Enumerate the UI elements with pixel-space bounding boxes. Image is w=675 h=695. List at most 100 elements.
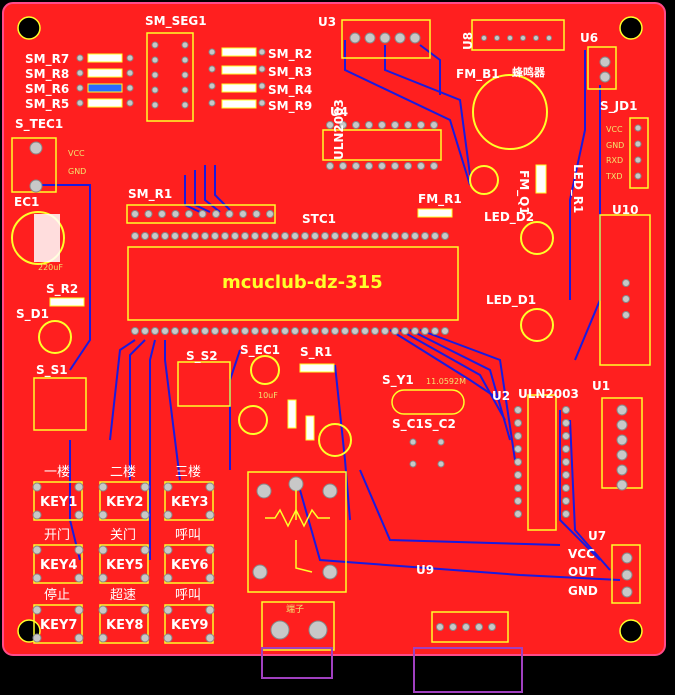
pad: [514, 497, 522, 505]
pad: [288, 476, 304, 492]
label-sm-r8: SM_R8: [25, 67, 69, 82]
pad: [258, 99, 266, 107]
pad: [351, 232, 359, 240]
pad: [514, 445, 522, 453]
pad: [151, 101, 159, 109]
label-u9: U9: [416, 563, 434, 577]
pad: [181, 327, 189, 335]
key-label: KEY6: [171, 558, 208, 573]
pad: [462, 623, 470, 631]
key-pad: [163, 545, 173, 555]
pad: [126, 54, 134, 62]
pad: [562, 419, 570, 427]
pads: [29, 32, 642, 640]
pad: [562, 445, 570, 453]
label-u4: U4: [330, 105, 348, 119]
label-sm-r6: SM_R6: [25, 82, 69, 97]
pad: [441, 327, 449, 335]
key-pad: [205, 545, 215, 555]
j-d1: [318, 423, 352, 457]
pad: [379, 32, 391, 44]
pad: [258, 48, 266, 56]
capacitor-ec1: [11, 211, 65, 265]
pad: [76, 99, 84, 107]
pad: [261, 232, 269, 240]
label-s-jd1: S_JD1: [600, 99, 637, 114]
pad: [352, 121, 360, 129]
pad: [520, 35, 526, 41]
relay-switch: [295, 490, 313, 573]
pad: [271, 327, 279, 335]
label-jd-txd: TXD: [605, 172, 623, 181]
pad: [514, 484, 522, 492]
pad: [258, 82, 266, 90]
pad: [546, 35, 552, 41]
key-pad: [98, 573, 108, 583]
pad: [599, 56, 611, 68]
pad: [361, 327, 369, 335]
pad: [158, 210, 166, 218]
pad: [507, 35, 513, 41]
label-fm-q1: FM_Q1: [516, 170, 531, 215]
pad: [616, 434, 628, 446]
pad: [417, 162, 425, 170]
s-ec1: [250, 355, 280, 385]
key-pad: [98, 545, 108, 555]
pad: [599, 71, 611, 83]
pad: [514, 419, 522, 427]
label-s-r2: S_R2: [46, 282, 78, 297]
pad: [352, 162, 360, 170]
pad: [201, 327, 209, 335]
pad: [271, 232, 279, 240]
pad: [181, 56, 189, 64]
pad: [391, 121, 399, 129]
pad: [326, 121, 334, 129]
pad: [221, 232, 229, 240]
key-pad: [74, 605, 84, 615]
pad: [231, 327, 239, 335]
key-pad: [163, 482, 173, 492]
pad: [634, 124, 642, 132]
pad: [341, 327, 349, 335]
pad: [76, 54, 84, 62]
label-cap-220uf: 220uF: [38, 263, 63, 272]
pad: [449, 623, 457, 631]
pad: [391, 162, 399, 170]
pad: [212, 210, 220, 218]
key-pad: [32, 605, 42, 615]
pad: [562, 510, 570, 518]
pad: [514, 510, 522, 518]
key-pad: [74, 545, 84, 555]
label-u2: U2: [492, 389, 510, 403]
pad: [371, 232, 379, 240]
pad: [421, 327, 429, 335]
key-pad: [32, 545, 42, 555]
pad: [365, 121, 373, 129]
key-pad: [140, 545, 150, 555]
pad: [621, 552, 633, 564]
key-pad: [140, 510, 150, 520]
pad: [494, 35, 500, 41]
label-led-r1: LED_R1: [570, 164, 585, 213]
key-pad: [205, 633, 215, 643]
pad: [211, 232, 219, 240]
led-d2: [520, 221, 554, 255]
s-q1: [238, 405, 268, 435]
key-label: KEY1: [40, 495, 77, 510]
key-caption: 停止: [44, 587, 70, 603]
pad: [514, 432, 522, 440]
pad: [616, 404, 628, 416]
pad: [381, 232, 389, 240]
pad: [151, 327, 159, 335]
pad: [181, 86, 189, 94]
key-pad: [205, 573, 215, 583]
